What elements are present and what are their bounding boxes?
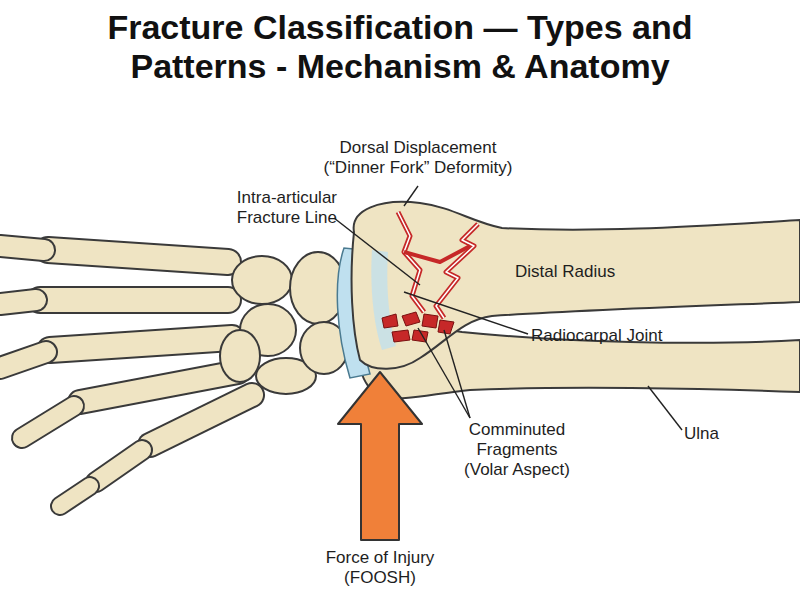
leader-line [444, 330, 470, 418]
fragment [382, 314, 398, 328]
metacarpal [40, 288, 228, 312]
metacarpal-outline [50, 338, 232, 350]
phalanx [0, 300, 36, 304]
leader-line [648, 386, 682, 430]
deformity-label: Dorsal Displacement (“Dinner Fork” Defor… [311, 138, 526, 178]
phalanx [22, 406, 74, 438]
fracture-line-core [436, 224, 478, 318]
leader-line [334, 218, 420, 285]
fracture-lines [398, 212, 478, 318]
fragment [438, 320, 454, 334]
fragment [422, 314, 438, 328]
phalanx [96, 450, 142, 482]
phalanx-outline [0, 352, 46, 368]
phalanx-outline [0, 246, 44, 250]
phalanx [0, 352, 46, 368]
bone-label: Distal Radius [515, 262, 615, 282]
bone-label: Ulna [684, 424, 719, 444]
fragment [402, 312, 420, 326]
fracture-line [436, 224, 478, 318]
fragment-label: Comminuted Fragments (Volar Aspect) [455, 420, 580, 480]
metacarpal-outline [80, 372, 238, 402]
leader-line [418, 328, 470, 418]
metacarpal-outline [40, 286, 228, 314]
phalanx [0, 246, 44, 250]
metacarpal [80, 372, 238, 402]
leader-line [404, 186, 418, 206]
fracture-line [404, 246, 470, 262]
phalanx [60, 486, 90, 506]
comminuted-fragments [382, 312, 454, 342]
thumb-outline [150, 395, 252, 445]
force-arrow [338, 372, 422, 540]
radius-bone [352, 202, 800, 369]
leader-line [404, 292, 528, 334]
phalanx-outline [0, 300, 36, 304]
carpal-bones [220, 252, 348, 394]
ulna-bone [359, 326, 800, 398]
joint-label: Radiocarpal Joint [531, 326, 662, 346]
phalanx-outline [96, 450, 142, 482]
thumb-metacarpal [150, 395, 252, 445]
metacarpal [48, 250, 228, 262]
phalanx-outline [22, 406, 74, 438]
leader-lines [334, 186, 682, 430]
phalanx-outline [60, 486, 90, 506]
diagram-title: Fracture Classification — Types and Patt… [40, 8, 760, 86]
metacarpal [50, 338, 232, 350]
hand-bones [0, 246, 252, 506]
metacarpal-outline [48, 250, 228, 262]
fracture-line-label: Intra-articular Fracture Line [202, 188, 337, 228]
fragment [392, 330, 410, 342]
force-label: Force of Injury (FOOSH) [305, 548, 455, 588]
carpal-bone [220, 330, 260, 382]
carpal-bone [232, 256, 292, 304]
